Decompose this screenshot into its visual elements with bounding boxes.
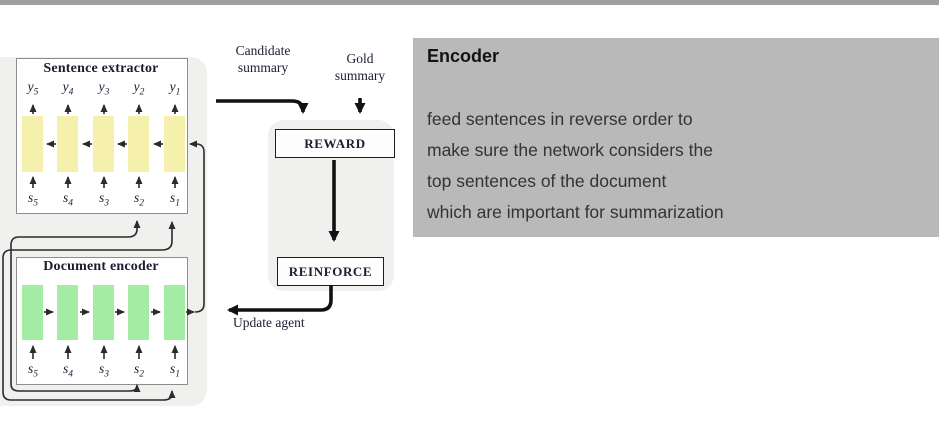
update-agent-label: Update agent: [233, 315, 305, 330]
label-ext-s2: s2: [133, 190, 144, 209]
reward-box: REWARD: [275, 129, 395, 158]
reinforce-box: REINFORCE: [277, 257, 384, 286]
encoder-cell: [128, 285, 149, 340]
label-y5: y5: [27, 79, 39, 98]
candidate-summary-label: Candidate summary: [235, 43, 291, 76]
extractor-cell: [22, 116, 43, 172]
gold-summary-label: Gold summary: [334, 51, 386, 84]
encoder-cell: [22, 285, 43, 340]
label-y1: y1: [169, 79, 181, 98]
note-panel-body: feed sentences in reverse order to make …: [427, 104, 927, 228]
extractor-cell: [93, 116, 114, 172]
label-enc-s2: s2: [133, 361, 144, 380]
label-enc-s4: s4: [62, 361, 73, 380]
label-enc-s3: s3: [98, 361, 109, 380]
label-ext-s3: s3: [98, 190, 109, 209]
encoder-cell: [93, 285, 114, 340]
label-ext-s1: s1: [169, 190, 180, 209]
extractor-cell: [164, 116, 185, 172]
sentence-extractor-box: [16, 58, 188, 214]
extractor-cell: [57, 116, 78, 172]
top-bar: [0, 0, 939, 5]
document-encoder-title: Document encoder: [43, 259, 159, 274]
encoder-cell: [164, 285, 185, 340]
label-y3: y3: [98, 79, 110, 98]
note-line: make sure the network considers the: [427, 140, 713, 160]
note-line: which are important for summarization: [427, 202, 724, 222]
note-line: feed sentences in reverse order to: [427, 109, 693, 129]
label-ext-s4: s4: [62, 190, 73, 209]
encoder-cell: [57, 285, 78, 340]
label-enc-s5: s5: [27, 361, 38, 380]
label-ext-s5: s5: [27, 190, 38, 209]
note-panel: [413, 38, 939, 237]
label-enc-s1: s1: [169, 361, 180, 380]
label-y2: y2: [133, 79, 145, 98]
sentence-extractor-title: Sentence extractor: [43, 61, 159, 76]
label-y4: y4: [62, 79, 74, 98]
extractor-cell: [128, 116, 149, 172]
note-panel-title: Encoder: [427, 46, 500, 66]
note-line: top sentences of the document: [427, 171, 667, 191]
